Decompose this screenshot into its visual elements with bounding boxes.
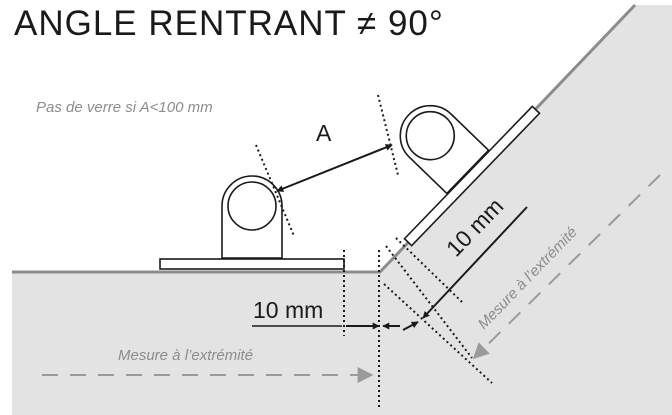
label-a: A	[316, 120, 332, 146]
tangent-line-right	[377, 94, 399, 176]
horizontal-post-bracket	[221, 175, 283, 259]
wall-body	[12, 5, 672, 415]
extension-line-incline-plate	[395, 237, 463, 303]
dimension-label-horizontal: 10 mm	[253, 297, 323, 323]
inclined-post-assembly	[399, 104, 541, 247]
inclined-dimension-line	[422, 206, 528, 319]
glass-note: Pas de verre si A<100 mm	[36, 99, 213, 116]
inclined-dimension-tick	[402, 321, 419, 331]
diagram-title: ANGLE RENTRANT ≠ 90°	[14, 4, 444, 43]
distance-a-arrow	[276, 144, 393, 192]
measure-label-bottom: Mesure à l’extrémité	[118, 347, 253, 364]
extension-line-incline-cross	[385, 245, 473, 359]
horizontal-base-plate	[159, 258, 345, 270]
measure-arrow-slope	[472, 174, 661, 360]
tangent-line-left	[255, 144, 295, 237]
